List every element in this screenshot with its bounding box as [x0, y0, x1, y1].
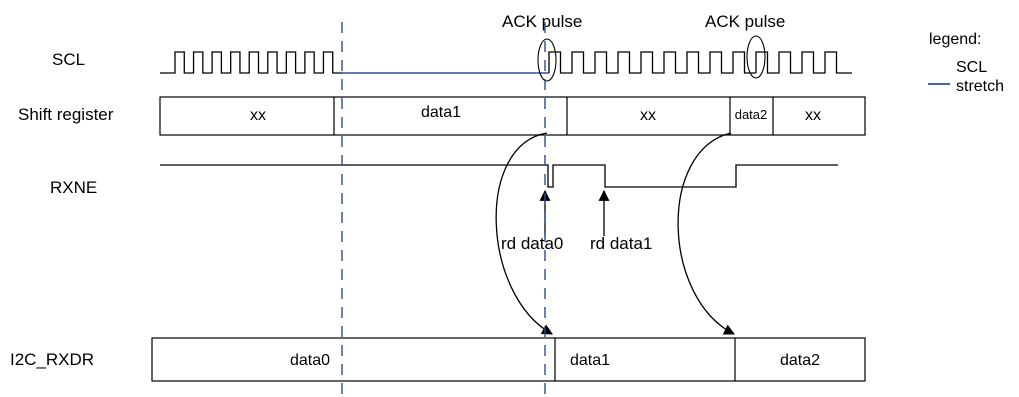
shift-register-label: Shift register	[18, 105, 114, 124]
rxne-waveform	[160, 164, 838, 188]
legend-scl-label: SCL	[956, 59, 987, 76]
shift-register-field: xx	[805, 107, 821, 124]
scl-waveform-part-3	[755, 51, 852, 74]
ack-pulse-2-label: ACK pulse	[705, 12, 785, 31]
i2c-rxdr-field: data0	[290, 352, 330, 369]
ack-pulse-1-marker	[537, 38, 557, 82]
legend-title: legend:	[929, 31, 982, 48]
shift-register-field: xx	[640, 107, 656, 124]
rd-data0-label: rd data0	[501, 234, 563, 253]
ack-pulse-2-marker	[746, 35, 766, 79]
scl-waveform-part-1	[160, 51, 342, 74]
i2c-rxdr-field: data2	[780, 352, 820, 369]
rd-data1-label: rd data1	[590, 234, 652, 253]
shift-register-field: xx	[250, 107, 266, 124]
ack-pulse-1-label: ACK pulse	[502, 12, 582, 31]
rxne-label: RXNE	[50, 178, 97, 197]
scl-waveform-part-2	[548, 51, 756, 74]
i2c-rxdr-label: I2C_RXDR	[10, 350, 94, 369]
i2c-rxdr-field: data1	[570, 352, 610, 369]
scl-label: SCL	[52, 50, 85, 69]
i2c-rxdr-row	[151, 337, 866, 382]
transfer-arrow-data2	[677, 132, 735, 335]
transfer-arrow-data1	[495, 132, 553, 335]
shift-register-row	[159, 96, 866, 136]
shift-register-field: data1	[421, 104, 461, 121]
legend-stretch-label: stretch	[956, 78, 1004, 95]
shift-register-field: data2	[735, 107, 768, 122]
